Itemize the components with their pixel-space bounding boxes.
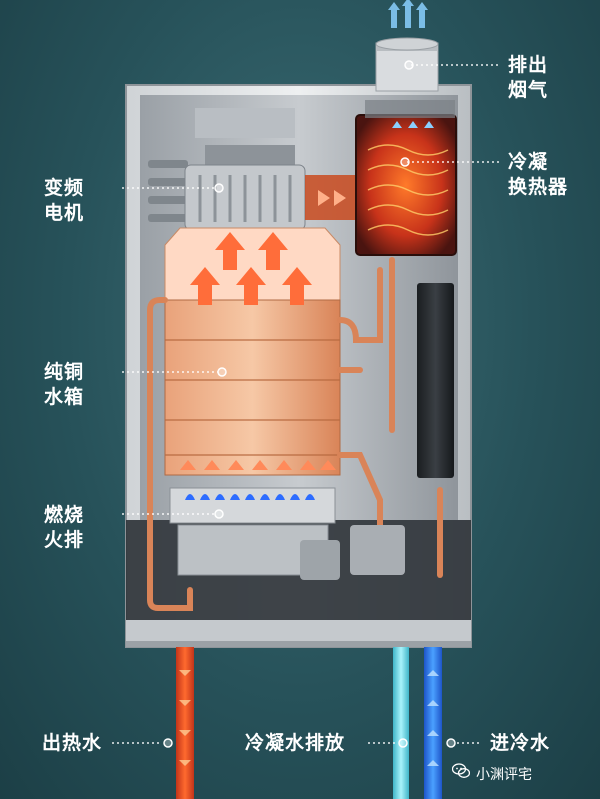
label-exhaust-line1: 排出 xyxy=(508,54,549,76)
side-component xyxy=(417,283,454,478)
label-motor-line1: 变频 xyxy=(44,177,85,199)
copper-water-tank xyxy=(164,227,341,476)
burner-assembly xyxy=(169,487,405,580)
outlet-pipes xyxy=(176,647,442,799)
copper-coil-pipes xyxy=(147,257,443,611)
watermark-text: 小渊评宅 xyxy=(476,767,532,783)
label-tank-line1: 纯铜 xyxy=(44,361,85,383)
label-burner-line1: 燃烧 xyxy=(44,504,85,526)
label-burner: 燃烧 火排 xyxy=(44,503,84,553)
fan-motor xyxy=(184,108,355,231)
label-condenser-line1: 冷凝 xyxy=(508,151,549,173)
label-hot-out: 出热水 xyxy=(42,732,103,754)
label-condenser-line2: 换热器 xyxy=(508,176,569,198)
label-exhaust: 排出 烟气 xyxy=(508,53,548,103)
label-motor-line2: 电机 xyxy=(44,202,85,224)
leader-lines xyxy=(112,64,500,744)
label-burner-line2: 火排 xyxy=(44,529,85,551)
exhaust-flue xyxy=(375,0,439,92)
label-tank: 纯铜 水箱 xyxy=(44,360,84,410)
label-tank-line2: 水箱 xyxy=(44,386,85,408)
marker-dots xyxy=(163,60,456,748)
wechat-icon xyxy=(452,763,470,778)
condenser-heat-exchanger xyxy=(355,100,457,256)
label-cold-in: 进冷水 xyxy=(490,732,551,754)
label-condensate-drain: 冷凝水排放 xyxy=(245,732,346,754)
vent-slots xyxy=(148,160,188,222)
label-exhaust-line2: 烟气 xyxy=(508,79,549,101)
label-condenser: 冷凝 换热器 xyxy=(508,150,568,200)
label-motor: 变频 电机 xyxy=(44,176,84,226)
